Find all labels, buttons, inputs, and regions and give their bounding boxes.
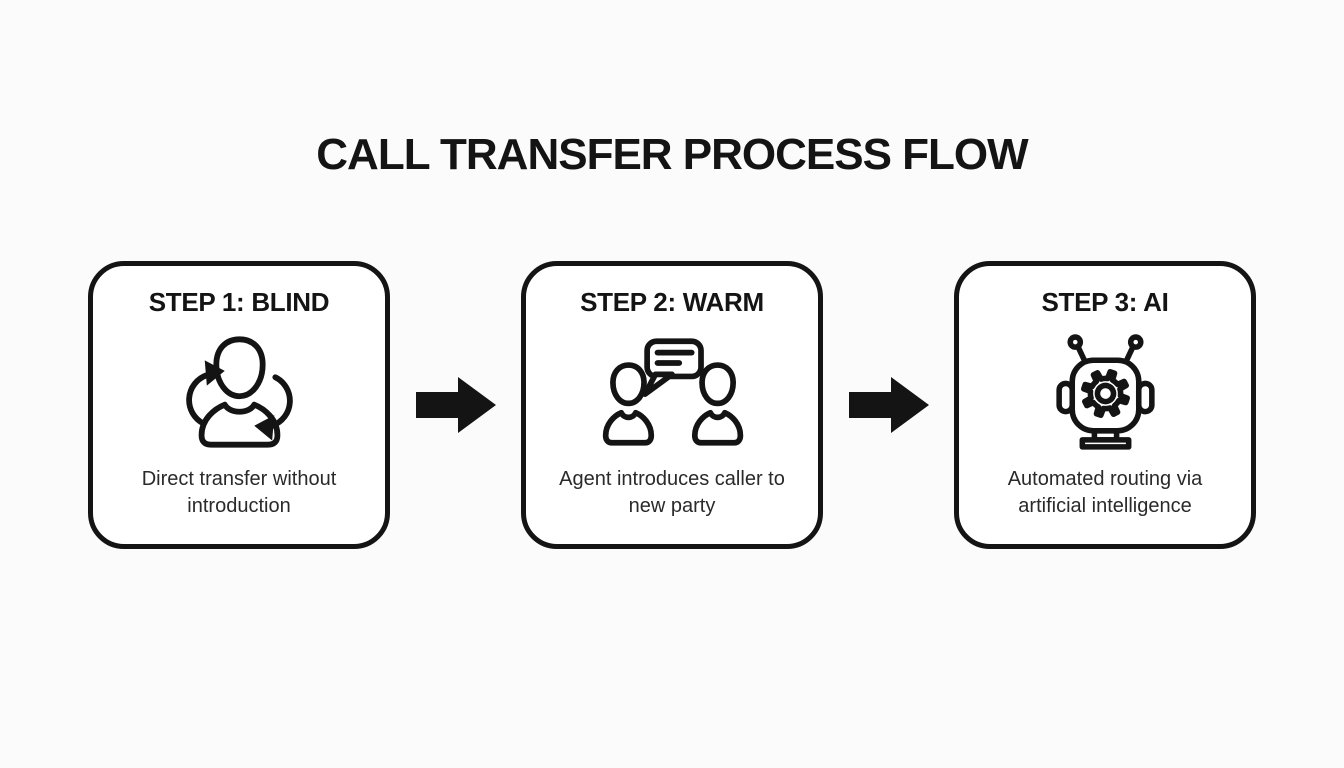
step-title: STEP 3: AI <box>1041 287 1169 317</box>
step-description: Direct transfer without introduction <box>141 468 337 517</box>
arrow-right-icon <box>848 377 929 433</box>
step-icon-wrap <box>589 318 755 466</box>
step-title: STEP 1: BLIND <box>148 287 330 317</box>
person-sync-icon <box>185 336 293 448</box>
step-box-warm: STEP 2: WARM Agent introduces caller to … <box>521 261 823 549</box>
flow-connector <box>823 375 954 435</box>
flow-connector <box>390 375 521 435</box>
step-icon-wrap <box>1040 318 1171 466</box>
diagram-title: CALL TRANSFER PROCESS FLOW <box>316 130 1028 179</box>
step-description: Automated routing via artificial intelli… <box>1007 468 1203 517</box>
robot-gear-icon <box>1055 333 1155 450</box>
step-box-blind: STEP 1: BLIND Direct transfer without in… <box>88 261 390 549</box>
process-flow: STEP 1: BLIND Direct transfer without in… <box>0 261 1344 549</box>
step-title: STEP 2: WARM <box>580 287 764 317</box>
people-speech-bubble-icon <box>602 338 744 446</box>
step-box-ai: STEP 3: AI <box>954 261 1256 549</box>
step-icon-wrap <box>176 318 303 466</box>
step-description: Agent introduces caller to new party <box>559 468 785 517</box>
arrow-right-icon <box>415 377 496 433</box>
